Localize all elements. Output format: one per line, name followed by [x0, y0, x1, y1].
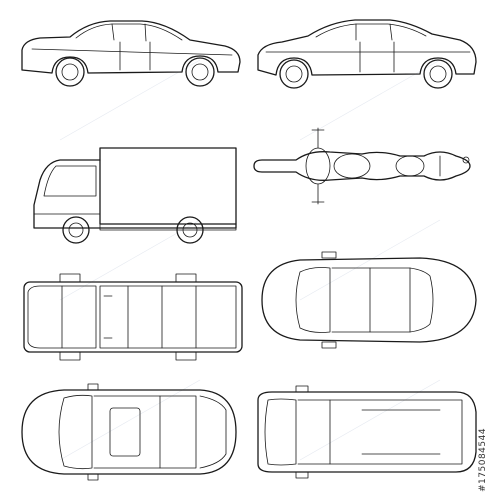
sedan-side-view-right — [257, 19, 477, 89]
sedan-side-view-left — [21, 20, 241, 87]
pickup-truck-top-view — [23, 273, 243, 361]
van-top-view — [257, 385, 477, 479]
suv-top-view — [21, 383, 237, 481]
motorcycle-top-view — [253, 127, 471, 205]
stock-image-id: #175084544 — [478, 427, 488, 492]
sedan-top-view — [261, 251, 477, 349]
box-truck-side-view — [33, 147, 237, 244]
